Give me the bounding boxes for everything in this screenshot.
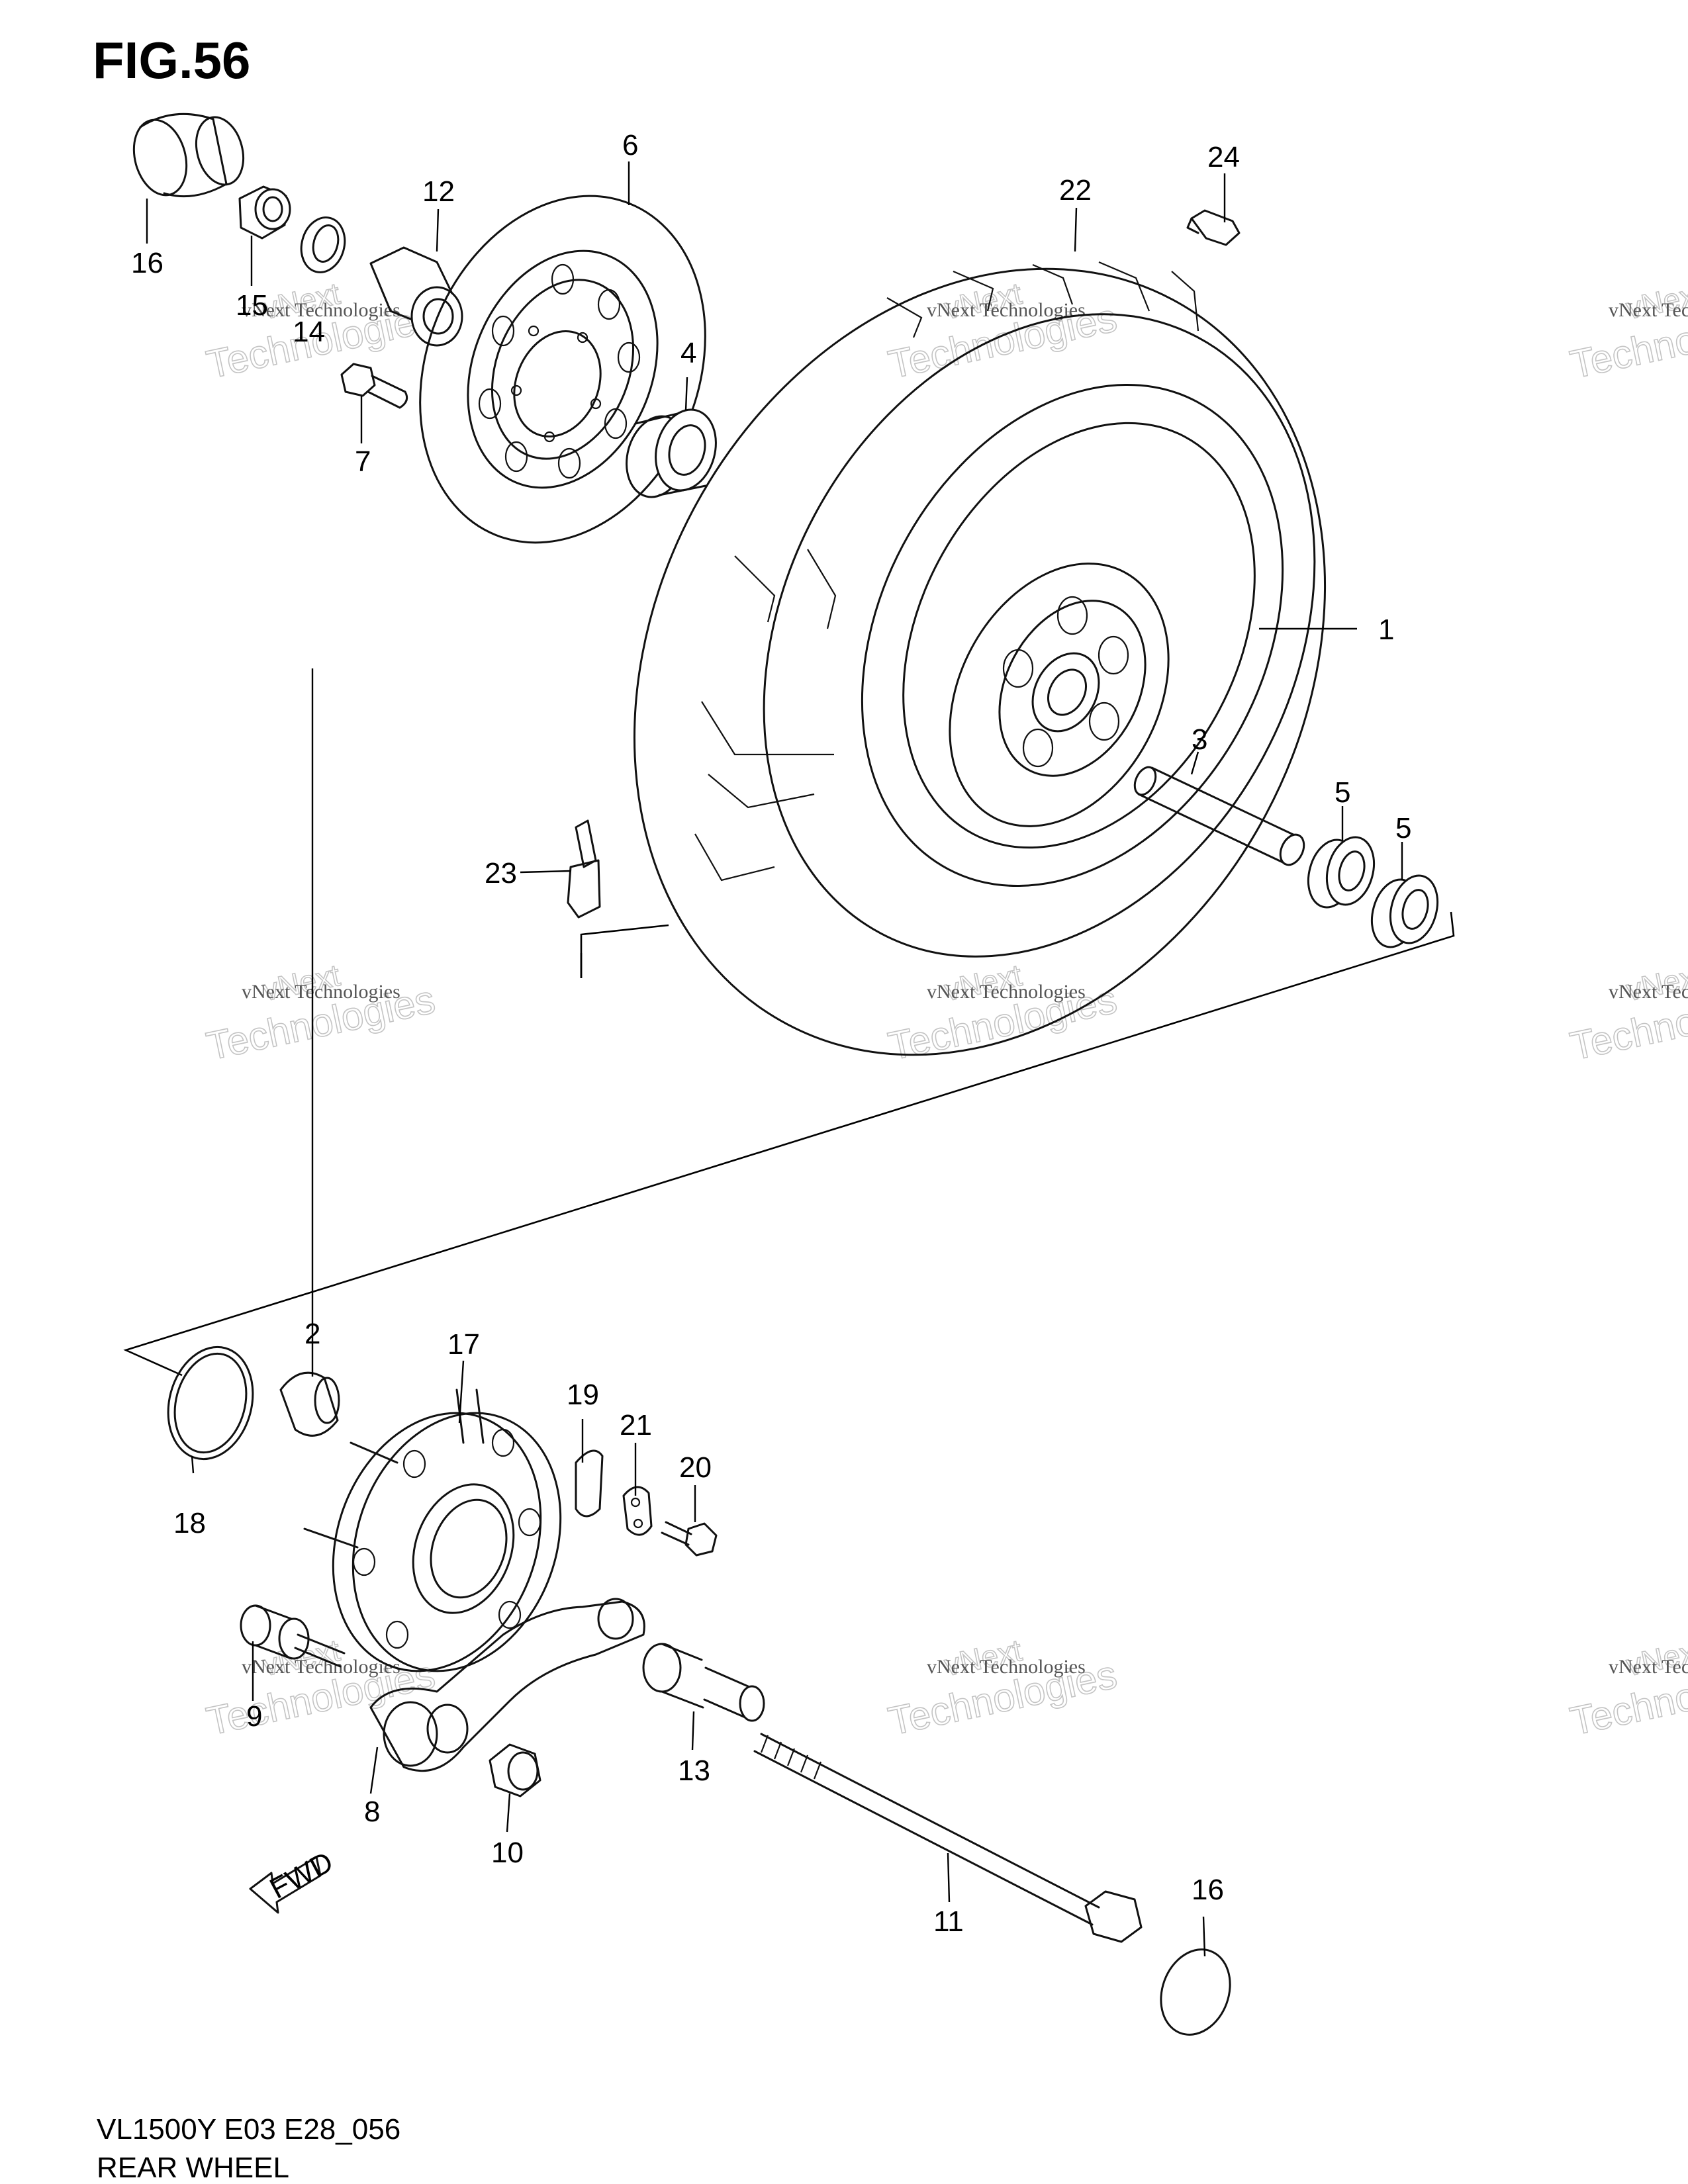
fwd-label: FWD: [265, 1846, 338, 1905]
figure-title: FIG.56: [93, 31, 250, 89]
part-10-nut: [489, 1743, 541, 1797]
watermark-f: vNext Technologies: [1566, 957, 1688, 1069]
watermark-b: vNext Technologies: [884, 275, 1121, 387]
callout-16-upper: 16: [131, 247, 164, 279]
figure-code: VL1500Y E03 E28_056: [97, 2113, 400, 2146]
part-16-cap-lower: [1160, 1948, 1231, 2036]
part-4-bearing: [626, 408, 717, 498]
watermark-text: vNext Technologies: [242, 981, 400, 1003]
callout-5a: 5: [1335, 776, 1350, 809]
part-9-sleeve: [240, 1604, 346, 1668]
part-21-plate: [622, 1486, 653, 1536]
watermark-text: vNext Technologies: [242, 299, 400, 321]
part-13-spacer: [642, 1643, 765, 1722]
watermark-text: vNext Technologies: [1609, 299, 1688, 321]
watermark-c: vNext Technologies: [1566, 275, 1688, 387]
part-14-washer: [300, 216, 346, 273]
callout-1: 1: [1378, 614, 1394, 646]
leader-lines: [146, 161, 1403, 1957]
part-5-bearing-b: [1371, 874, 1438, 948]
watermark-text: vNext Technologies: [927, 1656, 1086, 1678]
part-18-o-ring: [167, 1345, 254, 1461]
callout-12: 12: [422, 175, 455, 208]
callout-20: 20: [679, 1451, 712, 1484]
part-22-tire: [633, 261, 1326, 1056]
callout-14: 14: [293, 316, 325, 348]
callout-17: 17: [447, 1328, 480, 1361]
watermark-text: vNext Technologies: [1609, 1656, 1688, 1678]
part-5-bearing-a: [1307, 836, 1375, 909]
callout-9: 9: [246, 1700, 262, 1733]
watermark-text: vNext Technologies: [1609, 981, 1688, 1003]
part-16-dust-cap: [132, 113, 244, 198]
part-7-bolt: [340, 363, 408, 409]
callout-3: 3: [1192, 723, 1207, 756]
part-11-axle: [753, 1733, 1143, 1943]
callout-11: 11: [933, 1905, 964, 1938]
part-20-bolt: [661, 1521, 718, 1557]
part-19-clip: [575, 1449, 604, 1518]
part-1-wheel-rim: [861, 383, 1284, 887]
callout-19: 19: [567, 1379, 599, 1411]
callout-16-lower: 16: [1192, 1874, 1224, 1906]
callout-8: 8: [364, 1796, 380, 1828]
part-6-brake-disc: [419, 195, 706, 544]
part-8-bracket: [369, 1598, 645, 1772]
callout-15: 15: [236, 289, 268, 322]
callout-5b: 5: [1395, 812, 1411, 844]
watermark-i: vNext Technologies: [1566, 1632, 1688, 1744]
fwd-arrow: FWD: [249, 1846, 338, 1914]
watermark-e: vNext Technologies: [884, 957, 1121, 1069]
part-17-hub-carrier: [303, 1388, 562, 1672]
part-23-valve: [567, 819, 601, 919]
part-3-axle-sleeve: [1133, 766, 1305, 866]
part-2-damper: [279, 1371, 340, 1437]
callout-18: 18: [173, 1507, 206, 1539]
watermarks: vNext Technologies vNext Technologies vN…: [203, 275, 1688, 1744]
watermark-d: vNext Technologies: [203, 957, 440, 1069]
callout-6: 6: [622, 129, 638, 161]
part-15-nut: [238, 185, 291, 240]
callout-4: 4: [680, 337, 696, 369]
watermark-text: vNext Technologies: [927, 981, 1086, 1003]
part-24-clip: [1186, 209, 1241, 246]
callout-7: 7: [355, 445, 371, 478]
callout-23: 23: [485, 857, 517, 889]
callout-24: 24: [1207, 141, 1240, 173]
callout-13: 13: [678, 1754, 710, 1787]
callout-21: 21: [620, 1409, 652, 1441]
callout-labels: 1 2 3 4 5 5 6 7 8 9 10 11 12 13 14 15 16…: [131, 129, 1411, 1938]
callout-22: 22: [1059, 174, 1092, 206]
callout-10: 10: [491, 1837, 524, 1869]
watermark-g: vNext Technologies: [203, 1632, 440, 1744]
watermark-h: vNext Technologies: [884, 1632, 1121, 1744]
figure-name: REAR WHEEL: [97, 2152, 289, 2184]
callout-2: 2: [305, 1318, 320, 1350]
